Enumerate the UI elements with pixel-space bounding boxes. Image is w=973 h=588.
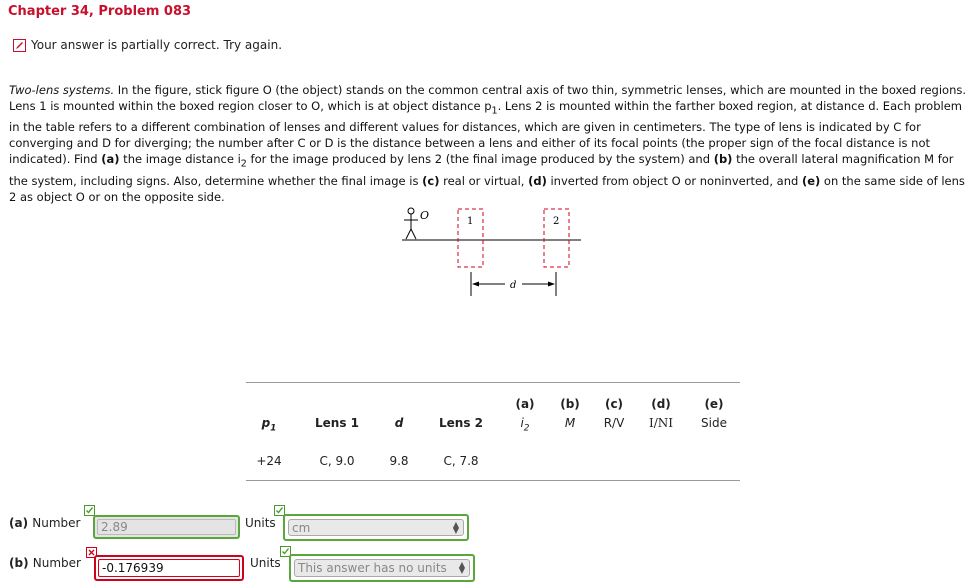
problem-text-5: the overall lateral magnification M for … [9, 152, 954, 188]
col-header-m: M [564, 416, 576, 430]
part-header-c: (c) [604, 397, 624, 411]
answer-row-b: (b) Number [9, 556, 479, 584]
part-header-a: (a) [515, 397, 535, 411]
lens-1-box [457, 208, 484, 268]
problem-text-2: . Lens 2 is mounted within the farther b… [9, 99, 962, 167]
lens-1-label: 1 [467, 216, 473, 227]
col-header-ini: I/NI [648, 416, 674, 430]
x-icon [86, 547, 97, 558]
answer-b-number-input[interactable]: -0.176939 [94, 555, 244, 581]
lens-system-figure: O 1 2 d [402, 207, 581, 296]
answer-a-value: 2.89 [101, 520, 128, 534]
pencil-icon [13, 38, 26, 52]
chevron-updown-icon: ▲▼ [458, 560, 465, 575]
check-icon [274, 505, 285, 516]
object-label: O [420, 209, 429, 222]
answer-b-units-value: This answer has no units [298, 561, 447, 575]
col-header-p1-text: p1 [261, 416, 277, 434]
stick-figure-icon [404, 207, 418, 240]
problem-text-8: on the same side of lens 2 as object O o… [9, 173, 965, 204]
answer-b-units-label: Units [250, 556, 281, 570]
part-header-e: (e) [704, 397, 724, 411]
answer-a-units-value: cm [292, 520, 311, 535]
lens-2-box [543, 208, 570, 268]
check-icon [280, 546, 291, 557]
problem-text-3: the image distance i [119, 152, 241, 167]
col-header-d: d [394, 416, 404, 430]
part-header-d: (d) [651, 397, 671, 411]
cell-lens1: C, 9.0 [319, 454, 355, 468]
status-message: Your answer is partially correct. Try ag… [13, 37, 282, 53]
problem-statement: Two-lens systems. In the figure, stick f… [9, 82, 967, 205]
problem-tag-e: (e) [801, 173, 821, 188]
answer-a-number-input[interactable]: 2.89 [93, 515, 240, 539]
lens-2-label: 2 [553, 216, 559, 227]
problem-sub-2: 2 [240, 158, 247, 170]
answer-b-tag: (b) [9, 556, 29, 570]
part-header-b: (b) [560, 397, 580, 411]
col-header-side: Side [701, 416, 727, 430]
answer-a-tag: (a) [9, 516, 29, 530]
status-text: Your answer is partially correct. Try ag… [31, 38, 283, 52]
problem-text-6: real or virtual, [439, 173, 529, 188]
answer-a-units-select[interactable]: cm ▲▼ [283, 514, 469, 541]
answer-a-units-label: Units [245, 516, 276, 530]
page-title: Chapter 34, Problem 083 [8, 4, 192, 19]
answer-b-label: (b) Number [9, 556, 81, 570]
answer-b-sublabel: Number [32, 556, 81, 570]
col-header-lens1: Lens 1 [315, 416, 359, 430]
problem-sub-1: 1 [491, 105, 498, 117]
problem-tag-a: (a) [101, 152, 120, 167]
problem-tag-d: (d) [528, 173, 547, 188]
problem-tag-c: (c) [422, 173, 440, 188]
answer-row-a: (a) Number [9, 516, 479, 544]
answer-b-units-select[interactable]: This answer has no units ▲▼ [289, 554, 475, 582]
col-header-rv: R/V [603, 416, 625, 430]
problem-text-4: for the image produced by lens 2 (the fi… [246, 152, 714, 167]
answer-b-value: -0.176939 [102, 561, 164, 575]
check-icon [84, 505, 95, 516]
problem-intro: Two-lens systems. [9, 83, 115, 97]
answer-a-sublabel: Number [32, 516, 81, 530]
problem-text-7: inverted from object O or noninverted, a… [546, 173, 802, 188]
chevron-updown-icon: ▲▼ [452, 519, 459, 535]
col-header-p1: p1 [254, 416, 284, 433]
problem-text-1: In the figure, stick figure O (the objec… [9, 83, 967, 113]
cell-d: 9.8 [389, 454, 409, 468]
cell-p1: +24 [256, 454, 282, 468]
problem-tag-b: (b) [713, 152, 733, 167]
distance-dimension [470, 272, 557, 296]
problem-table: (a) (b) (c) (d) (e) p1 Lens 1 d Lens 2 i… [246, 382, 740, 481]
cell-lens2: C, 7.8 [443, 454, 479, 468]
col-header-lens2: Lens 2 [439, 416, 483, 430]
col-header-i2: i2 [520, 416, 530, 434]
answer-a-label: (a) Number [9, 516, 80, 530]
distance-label: d [510, 280, 516, 291]
